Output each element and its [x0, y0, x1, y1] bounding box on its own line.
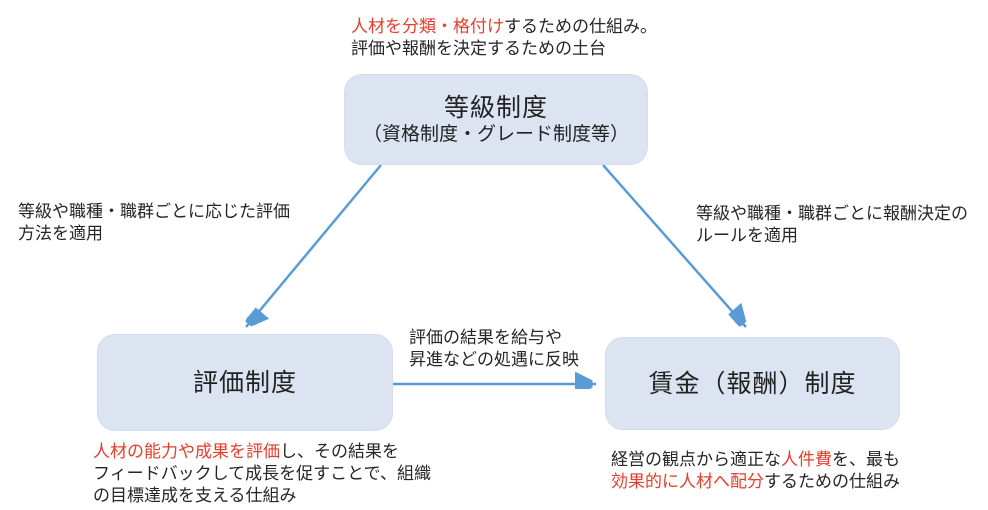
edge-label-grade-to-evaluation: 等級や職種・職群ごとに応じた評価 方法を適用	[18, 202, 290, 243]
grade-note-line1: 人材を分類・格付けするための仕組み。	[351, 17, 657, 36]
grade-system-note: 人材を分類・格付けするための仕組み。 評価や報酬を決定するための土台	[351, 16, 657, 60]
evaluation-system-note: 人材の能力や成果を評価し、その結果を フィードバックして成長を促すことで、組織 …	[93, 441, 431, 507]
grade-system-subtitle: （資格制度・グレード制度等）	[362, 123, 629, 145]
edge-label-grade-to-wage: 等級や職種・職群ごとに報酬決定の ルールを適用	[696, 204, 968, 245]
edge-label-evaluation-to-wage: 評価の結果を給与や 昇進などの処遇に反映	[409, 328, 579, 369]
wage-note-highlight-2: 効果的に人材へ配分	[611, 472, 764, 491]
wage-note-line2: 効果的に人材へ配分するための仕組み	[611, 472, 900, 491]
grade-system-box: 等級制度 （資格制度・グレード制度等）	[344, 74, 648, 165]
wage-system-box: 賃金（報酬）制度	[605, 337, 900, 430]
arrow-grade-to-evaluation	[246, 164, 382, 327]
evaluation-note-line1: 人材の能力や成果を評価し、その結果を	[93, 442, 399, 461]
grade-note-line2: 評価や報酬を決定するための土台	[351, 39, 606, 58]
evaluation-system-title: 評価制度	[192, 368, 297, 397]
evaluation-note-highlight: 人材の能力や成果を評価	[93, 442, 280, 461]
wage-system-note: 経営の観点から適正な人件費を、最も 効果的に人材へ配分するための仕組み	[611, 449, 900, 493]
wage-system-title: 賃金（報酬）制度	[648, 369, 857, 398]
wage-note-highlight-1: 人件費	[781, 450, 832, 469]
arrow-grade-to-wage	[602, 164, 746, 328]
evaluation-note-line3: の目標達成を支える仕組み	[93, 486, 297, 505]
evaluation-note-line2: フィードバックして成長を促すことで、組織	[93, 464, 431, 483]
grade-system-title: 等級制度	[443, 93, 548, 122]
evaluation-system-box: 評価制度	[97, 334, 393, 431]
wage-note-line1: 経営の観点から適正な人件費を、最も	[611, 450, 900, 469]
grade-note-highlight: 人材を分類・格付け	[351, 17, 504, 36]
